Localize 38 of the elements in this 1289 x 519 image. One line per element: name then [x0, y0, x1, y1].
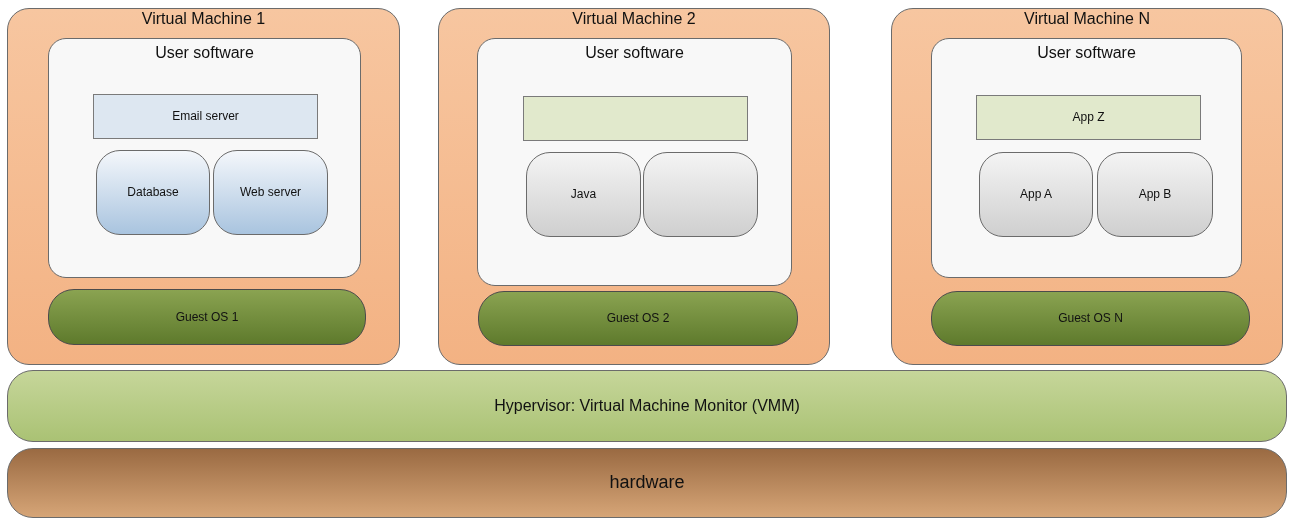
machine-title: Virtual Machine 1 — [141, 9, 266, 29]
guest-os-box — [478, 291, 798, 346]
section-heading: User software — [585, 43, 684, 63]
application-box — [976, 95, 1201, 140]
machine-title: Virtual Machine N — [1024, 9, 1150, 29]
application-box — [93, 94, 318, 139]
component-box — [1097, 152, 1213, 237]
box-label: App Z — [1072, 110, 1105, 125]
hardware-bar — [7, 448, 1287, 518]
virtual-machine-box — [891, 8, 1283, 365]
section-heading: User software — [155, 43, 254, 63]
machine-title: Virtual Machine 2 — [572, 9, 696, 29]
box-label: App B — [1138, 187, 1172, 202]
box-label: Guest OS N — [1058, 311, 1123, 326]
component-box — [526, 152, 641, 237]
empty-box — [643, 152, 758, 237]
user-software-box — [477, 38, 792, 286]
hypervisor-bar — [7, 370, 1287, 442]
section-heading: User software — [1037, 43, 1136, 63]
box-label: Guest OS 1 — [175, 309, 239, 325]
virtual-machine-box — [438, 8, 830, 365]
layer-label: hardware — [609, 472, 685, 494]
component-box — [213, 150, 328, 235]
user-software-box — [48, 38, 361, 278]
layer-label: Hypervisor: Virtual Machine Monitor (VMM) — [494, 396, 800, 416]
box-label: Database — [127, 185, 179, 200]
box-label: Java — [570, 187, 597, 202]
component-box — [96, 150, 210, 235]
guest-os-box — [931, 291, 1250, 346]
user-software-box — [931, 38, 1242, 278]
box-label: App A — [1020, 187, 1052, 202]
box-label: Web server — [239, 185, 302, 200]
empty-box — [523, 96, 748, 141]
virtual-machine-box — [7, 8, 400, 365]
guest-os-box — [48, 289, 366, 345]
box-label: Email server — [172, 109, 239, 124]
component-box — [979, 152, 1093, 237]
box-label: Guest OS 2 — [606, 311, 670, 326]
